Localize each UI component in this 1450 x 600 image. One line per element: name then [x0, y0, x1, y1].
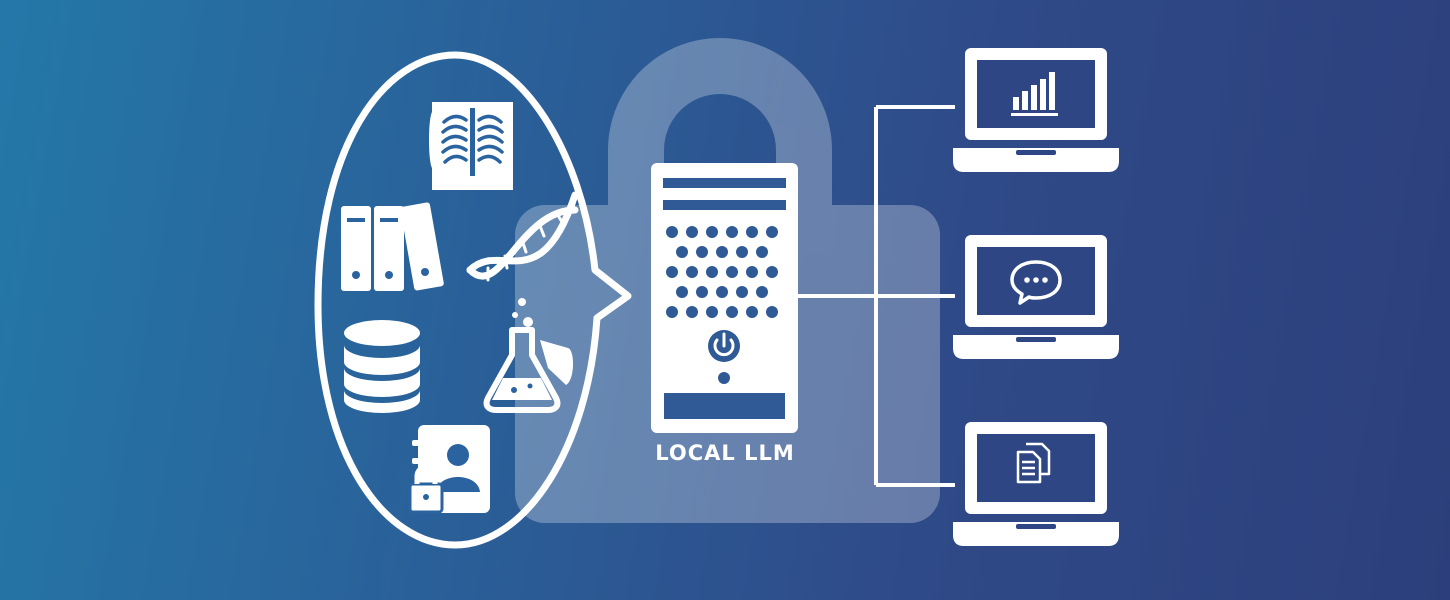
server-tower-icon — [651, 163, 798, 433]
dna-icon — [466, 191, 579, 282]
data-sources-bubble — [314, 51, 632, 549]
database-icon — [344, 320, 420, 413]
laptop-documents — [953, 422, 1119, 546]
binders-icon — [341, 202, 444, 291]
secure-contact-file-icon — [408, 425, 490, 514]
documents-icon — [1016, 442, 1051, 484]
bar-chart-icon — [1011, 72, 1058, 116]
power-icon — [708, 330, 740, 362]
laptop-analytics — [953, 48, 1119, 172]
network-connectors — [798, 105, 955, 487]
lab-flask-icon — [483, 298, 574, 413]
chest-xray-icon — [429, 102, 513, 190]
laptop-chat — [953, 235, 1119, 359]
chat-bubble-icon — [1010, 260, 1062, 305]
server-label: LOCAL LLM — [655, 441, 795, 465]
